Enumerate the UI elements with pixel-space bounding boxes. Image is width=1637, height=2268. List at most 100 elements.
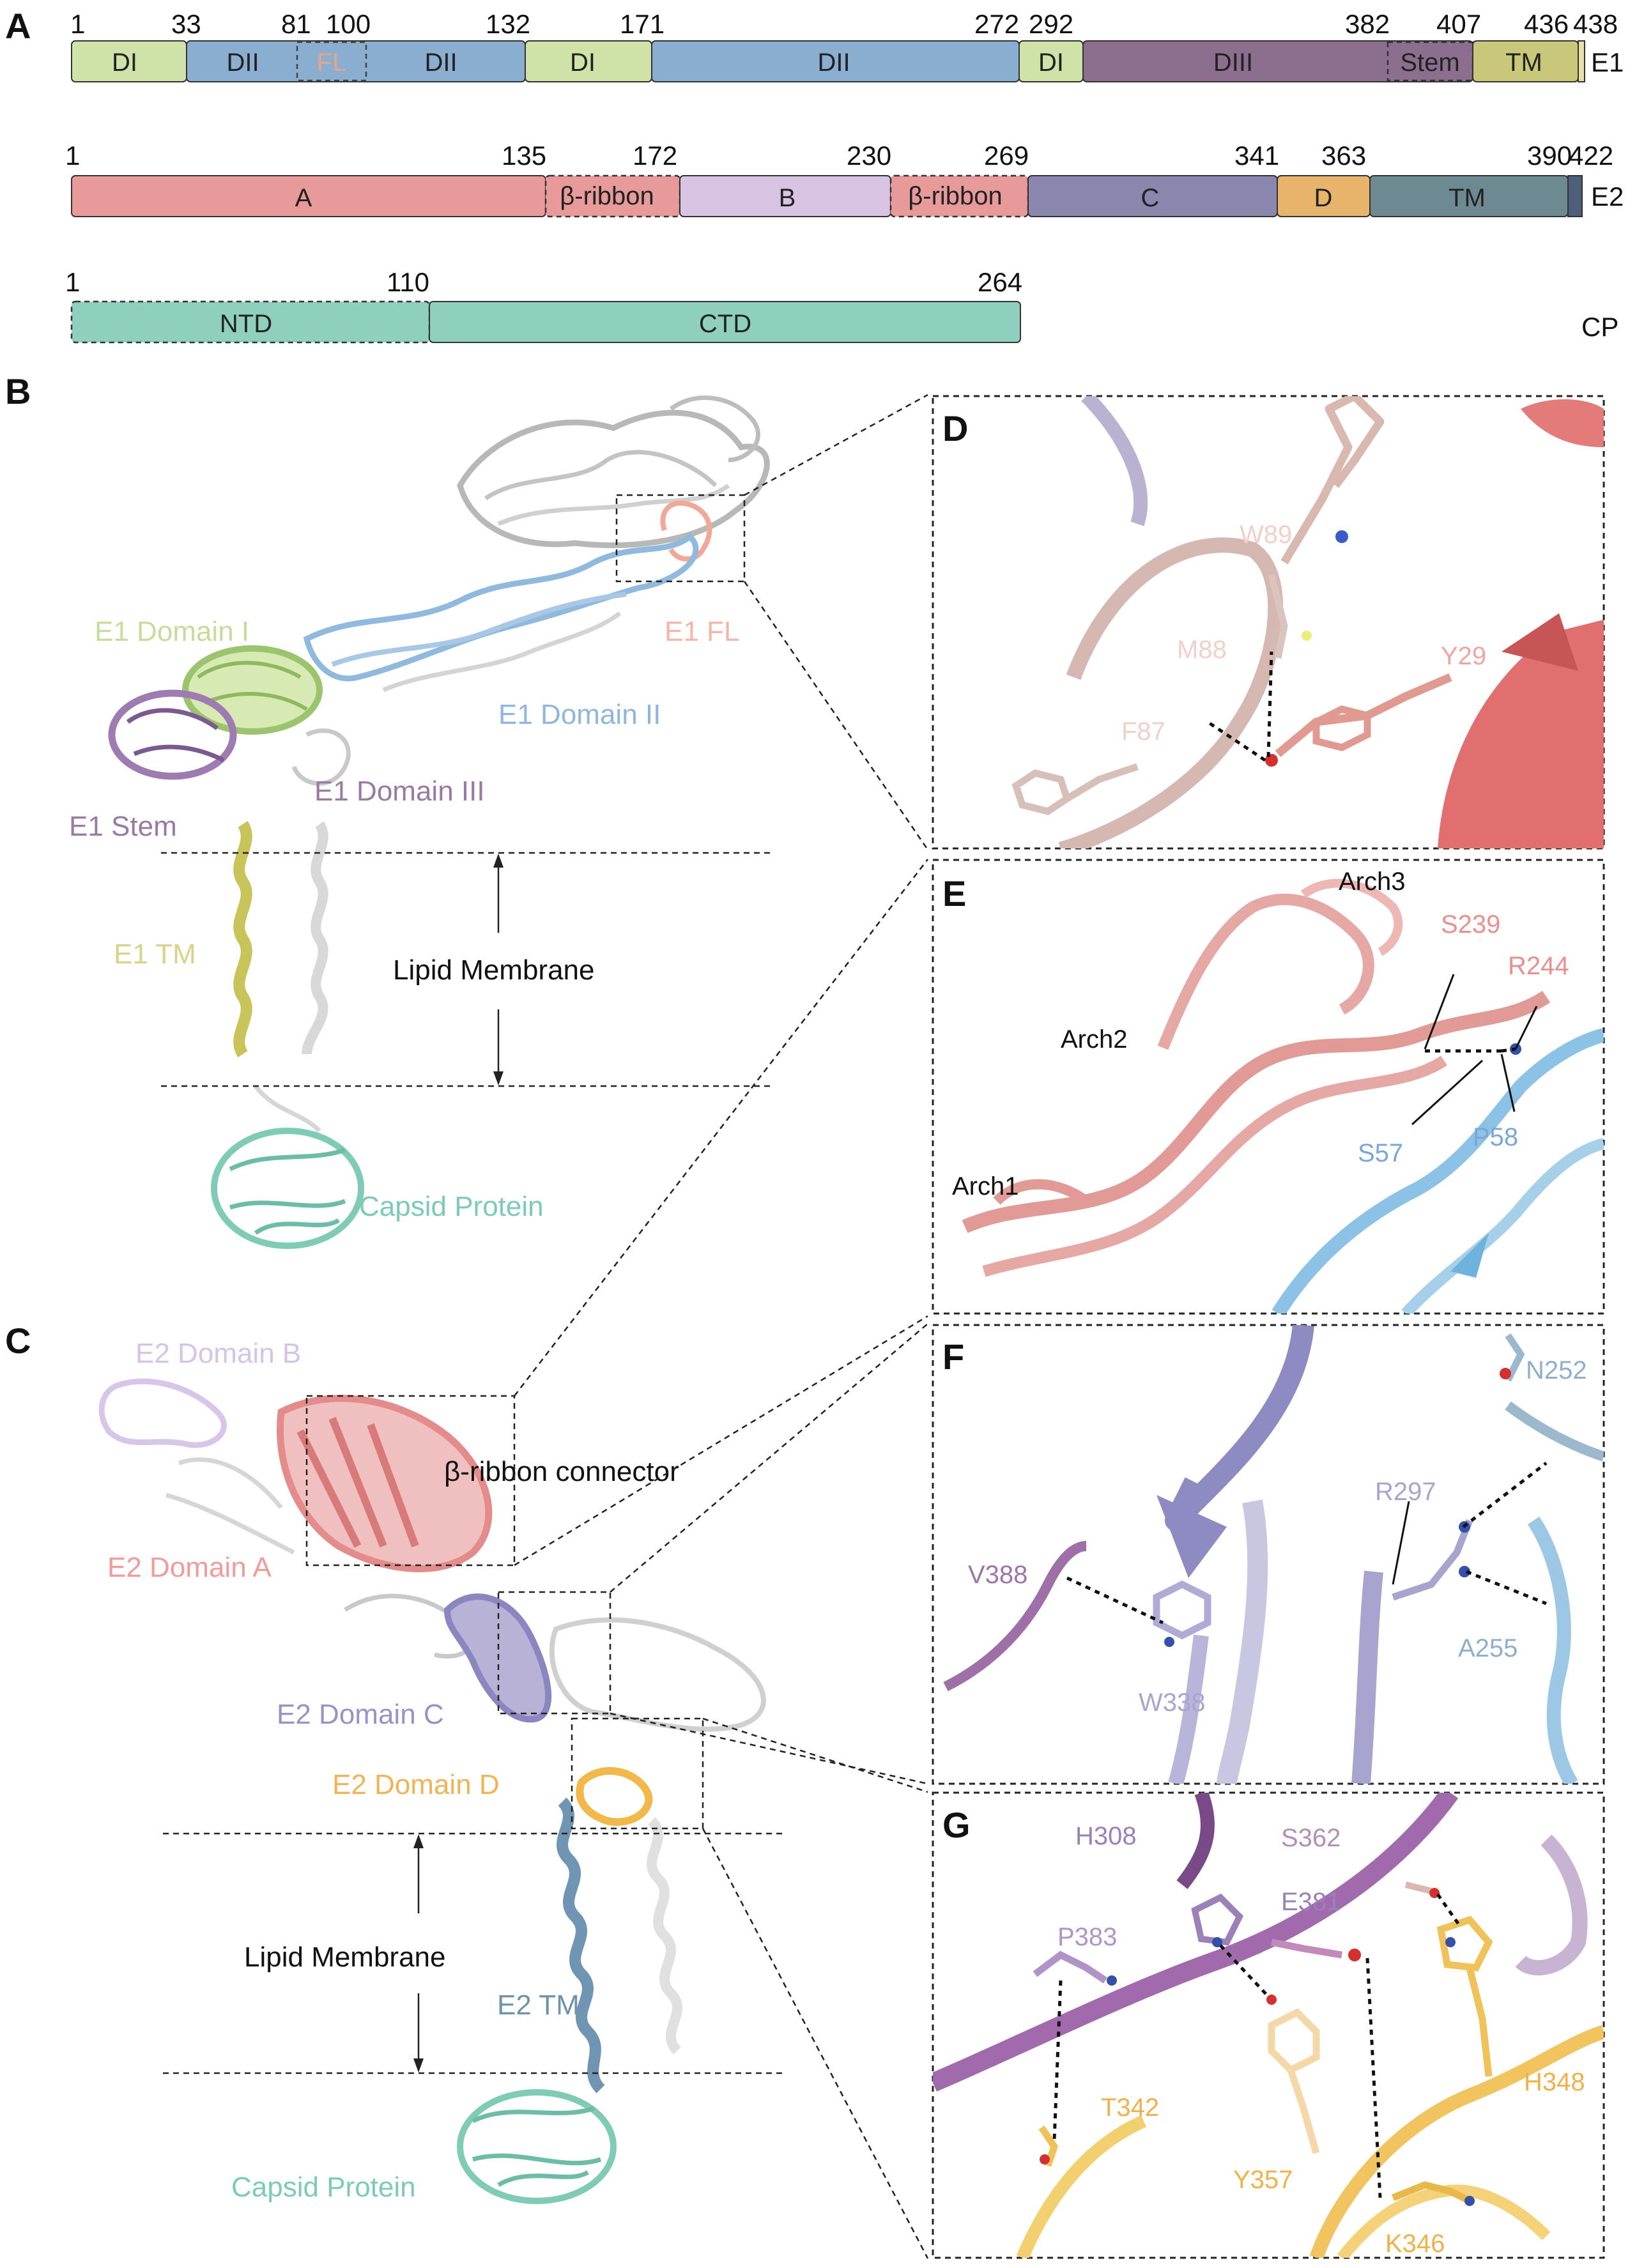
e1-num-132: 132 xyxy=(486,9,530,39)
g-y357-sidechain xyxy=(1287,2069,1320,2154)
e-pink-strand-2 xyxy=(982,1055,1447,1277)
e1-seg-label-9: Stem xyxy=(1400,49,1459,77)
label-e1-tm: E1 TM xyxy=(114,939,196,970)
g-t342-sidechain xyxy=(1038,2125,1059,2167)
e1-stem-box xyxy=(1387,41,1474,82)
g-label-p383: P383 xyxy=(1057,1923,1117,1951)
label-lipid-membrane-c: Lipid Membrane xyxy=(244,1942,446,1973)
f-hbond-1 xyxy=(1066,1576,1164,1625)
e1-num-1: 1 xyxy=(70,9,85,39)
label-e2-domain-c: E2 Domain C xyxy=(277,1699,444,1730)
g-hbond-4 xyxy=(1052,1980,1063,2141)
g-hbond-1 xyxy=(1219,1944,1270,1998)
membrane-b-arrowhead-down xyxy=(493,1071,503,1085)
e1-grey-loop-4 xyxy=(382,611,622,693)
e1-track-label: E1 xyxy=(1591,47,1624,77)
f-blue-sheet-1 xyxy=(1165,1325,1314,1531)
e1-seg-label-5: DI xyxy=(570,49,596,77)
f-r297-pointer xyxy=(1392,1501,1410,1585)
g-e381-oxygen xyxy=(1348,1949,1361,1961)
e2-seg-label-ribbon2: β-ribbon xyxy=(908,182,1003,210)
f-lavender-sheet-1 xyxy=(1217,1499,1268,1784)
e1-num-382: 382 xyxy=(1345,9,1390,39)
f-n252-sidechain xyxy=(1505,1333,1525,1382)
panel-d-structure xyxy=(1011,396,1604,848)
panel-g-letter: G xyxy=(942,1805,971,1845)
e2-num-135: 135 xyxy=(502,141,546,171)
e1-seg-label-fl: FL xyxy=(317,49,347,77)
label-e1-domain-iii: E1 Domain III xyxy=(314,776,485,807)
label-beta-ribbon-connector: β-ribbon connector xyxy=(444,1456,679,1487)
panel-c-letter: C xyxy=(5,1321,31,1361)
e1-seg-tail xyxy=(1578,40,1585,82)
e2-grey-cloud xyxy=(549,1617,766,1732)
g-y357-ring xyxy=(1268,2008,1320,2074)
d-label-f87: F87 xyxy=(1121,717,1165,746)
e1-domain-II-ribbon xyxy=(303,533,699,682)
e-label-arch1: Arch1 xyxy=(952,1172,1019,1200)
e2-track-label: E2 xyxy=(1591,181,1624,211)
e1-grey-loop-3 xyxy=(669,395,760,463)
e1-seg-label-1: DI xyxy=(112,49,137,77)
e-pink-arch3 xyxy=(1300,878,1403,956)
g-h348-sidechain xyxy=(1466,1966,1493,2077)
e2-tm-helix-grey xyxy=(302,821,328,1055)
g-yellow-loop-left xyxy=(1016,2115,1147,2258)
g-h308-ring xyxy=(1191,1893,1244,1946)
g-purple-strand-top xyxy=(1176,1793,1215,1889)
e1-num-272: 272 xyxy=(974,9,1019,39)
e2-seg-label-TM: TM xyxy=(1449,184,1486,212)
e2-domain-b-ribbon xyxy=(98,1378,227,1448)
e-label-arch2: Arch2 xyxy=(1061,1025,1128,1054)
f-hbond-2 xyxy=(1462,1462,1548,1528)
g-p383-nitrogen xyxy=(1107,1975,1117,1986)
e2-num-341: 341 xyxy=(1234,141,1279,171)
g-h308-nitrogen xyxy=(1212,1937,1222,1947)
e2-seg-label-C: C xyxy=(1141,184,1160,212)
panel-f-frame xyxy=(932,1324,1605,1785)
e-blue-arrowhead xyxy=(1450,1233,1489,1278)
cp-track-label: CP xyxy=(1581,312,1618,342)
e-label-r244: R244 xyxy=(1508,952,1569,980)
e2-track: A β-ribbon B β-ribbon C D TM 1 135 172 2… xyxy=(65,141,1624,218)
d-label-y29: Y29 xyxy=(1441,642,1486,670)
zoom-line-c-g-bottom xyxy=(702,1828,929,2259)
f-violet-loop xyxy=(943,1541,1087,1692)
d-pink-ribbon xyxy=(1058,537,1284,848)
f-w338-nitrogen xyxy=(1164,1637,1174,1647)
e1-num-438: 438 xyxy=(1573,9,1618,39)
e-s239-pointer xyxy=(1424,974,1455,1050)
e2-num-1: 1 xyxy=(65,141,80,171)
e1-track: DI DII FL DII DI DII DI DIII Stem TM 1 3… xyxy=(70,9,1624,82)
panel-f-letter: F xyxy=(942,1337,964,1377)
e-label-p58: P58 xyxy=(1473,1123,1518,1151)
panel-e-structure xyxy=(962,878,1604,1314)
e2-seg-tail xyxy=(1567,175,1583,217)
e1-grey-loop-1 xyxy=(484,450,718,500)
zoom-box-c-domainC xyxy=(497,1591,611,1715)
f-sheet-arrowhead-1 xyxy=(1157,1495,1227,1578)
e1-seg-label-6: DII xyxy=(817,49,850,77)
membrane-c-arrowhead-down xyxy=(413,2058,424,2073)
capsid-strands-c xyxy=(472,2106,602,2188)
label-e1-domain-i: E1 Domain I xyxy=(95,616,249,647)
e2-seg-label-B: B xyxy=(779,184,796,212)
f-label-v388: V388 xyxy=(968,1561,1027,1589)
zoom-line-c-f-top xyxy=(610,1323,928,1593)
zoom-line-c-e-bottom xyxy=(514,1315,928,1567)
e-hbond-2 xyxy=(1501,1047,1516,1053)
e1-num-81: 81 xyxy=(281,9,311,39)
label-e1-stem: E1 Stem xyxy=(69,811,177,842)
f-label-w338: W338 xyxy=(1139,1689,1206,1717)
label-capsid-c: Capsid Protein xyxy=(231,2172,416,2203)
label-e1-domain-ii: E1 Domain II xyxy=(498,699,661,730)
e-pink-loop-top xyxy=(1157,893,1374,1050)
f-label-n252: N252 xyxy=(1526,1356,1587,1384)
e1-num-171: 171 xyxy=(620,9,665,39)
d-red-corner xyxy=(1521,399,1604,447)
d-f87-sidechain xyxy=(1065,763,1139,802)
e2-num-230: 230 xyxy=(847,141,891,171)
panel-b-letter: B xyxy=(5,371,31,411)
e1-domain-I-strands xyxy=(197,661,308,711)
e-r244-pointer xyxy=(1514,1006,1538,1050)
